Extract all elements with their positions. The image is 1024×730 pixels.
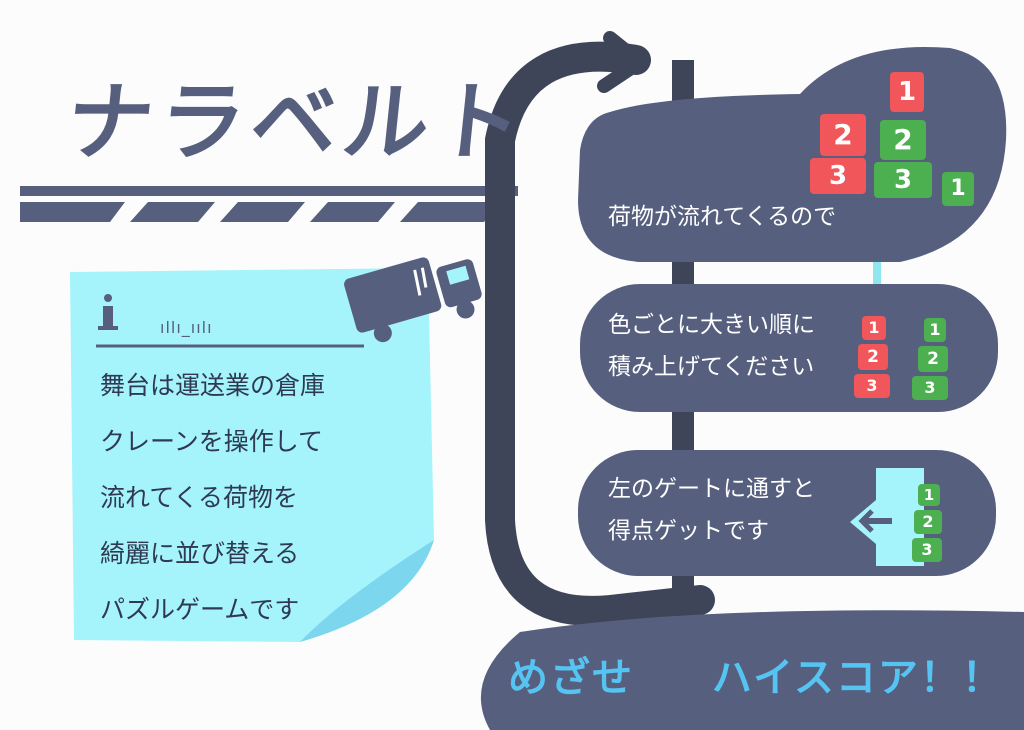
game-title: ナラベルト: [61, 73, 533, 173]
box-green-1: 1: [942, 172, 974, 206]
flow-arrow-head: [597, 31, 647, 93]
box-red-1: 1: [862, 316, 886, 340]
box-red-2: 2: [858, 344, 888, 370]
box-red-3: 3: [810, 158, 866, 194]
goal-part-2: ハイスコア！！: [711, 655, 1004, 701]
note-text: 舞台は運送業の倉庫 クレーンを操作して 流れてくる荷物を 綺麗に並び替える パズ…: [100, 358, 325, 638]
conveyor-stripe: [20, 186, 518, 222]
box-red-1: 1: [890, 72, 924, 112]
box-green-3: 3: [912, 376, 948, 400]
box-green-2: 2: [918, 346, 948, 372]
sticky-note: [70, 268, 434, 642]
card-line: 荷物が流れてくるので: [608, 204, 837, 230]
truck-icon: [344, 257, 482, 343]
card-line: 色ごとに大きい順に: [608, 312, 815, 338]
flow-arrow: [485, 41, 715, 626]
info-scribble: ıllı_ıılı: [160, 318, 213, 337]
note-line: 流れてくる荷物を: [100, 483, 299, 512]
note-line: クレーンを操作して: [100, 427, 324, 456]
box-green-3: 3: [912, 538, 942, 562]
card-3-text: 左のゲートに通すと 得点ゲットです: [608, 468, 815, 552]
box-green-3: 3: [874, 162, 932, 198]
card-line: 積み上げてください: [608, 354, 815, 380]
note-line: 舞台は運送業の倉庫: [100, 371, 326, 400]
card-blob-2: [580, 284, 998, 412]
info-icon: [98, 294, 118, 330]
goal-text: めざせ ハイスコア！！: [508, 645, 1004, 703]
box-green-2: 2: [880, 120, 926, 160]
goal-part-1: めざせ: [508, 655, 634, 701]
card-1-text: 荷物が流れてくるので: [608, 196, 836, 238]
card-line: 左のゲートに通すと: [608, 476, 815, 502]
box-red-3: 3: [854, 374, 890, 398]
box-green-1: 1: [924, 318, 946, 342]
box-green-2: 2: [914, 510, 942, 534]
box-red-2: 2: [820, 114, 866, 156]
note-line: 綺麗に並び替える: [100, 539, 300, 568]
card-2-text: 色ごとに大きい順に 積み上げてください: [608, 304, 815, 388]
card-line: 得点ゲットです: [608, 518, 769, 544]
goal-blob: [480, 610, 1024, 730]
note-line: パズルゲームです: [100, 595, 300, 624]
box-green-1: 1: [918, 484, 940, 506]
